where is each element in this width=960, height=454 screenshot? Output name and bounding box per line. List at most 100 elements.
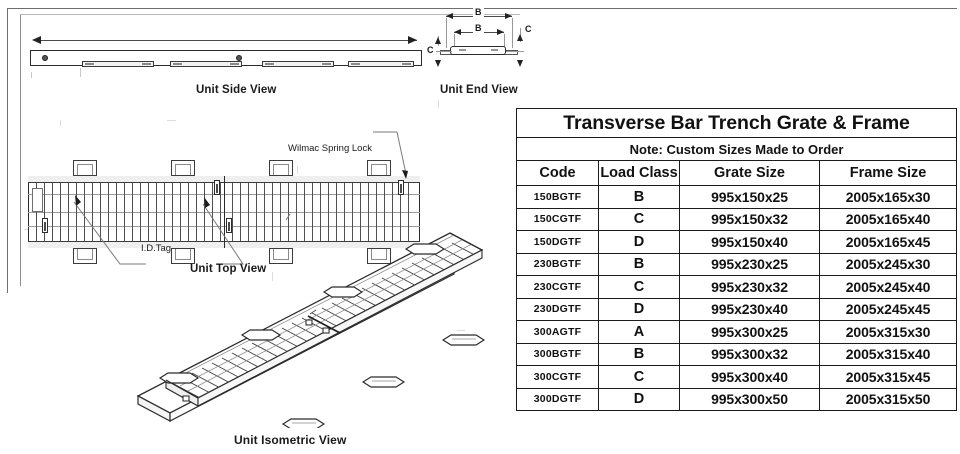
sheet-border-left-inner [20,14,21,286]
top-view-transverse-bar [400,183,401,241]
cell-grate-size: 995x230x25 [679,252,820,276]
registration-mark [272,272,273,281]
spring-lock-part [214,180,220,195]
table-row: 300DGTF D 995x300x50 2005x315x50 [516,387,958,411]
dimension-arrow-right-icon [505,13,512,19]
top-view-anchor-lug [269,160,293,176]
top-view-transverse-bar [288,183,289,241]
dimension-arrow-right-icon [497,29,504,35]
top-view-transverse-bar [320,183,321,241]
spec-table: Transverse Bar Trench Grate & Frame Note… [515,108,958,411]
cell-grate-size: 995x150x25 [679,185,820,209]
top-view-anchor-lug [269,248,293,264]
unit-top-view-drawing [28,131,423,275]
cell-frame-size: 2005x165x45 [818,230,958,254]
cell-grate-size: 995x150x32 [679,207,820,231]
column-header-code: Code [516,160,599,186]
top-view-caption: Unit Top View [190,263,267,275]
top-view-transverse-bar [196,183,197,241]
registration-mark [297,166,298,174]
top-view-anchor-lug [171,248,195,264]
side-view-caption: Unit Side View [196,84,277,96]
cell-frame-size: 2005x165x30 [818,185,958,209]
side-view-anchor-lug [82,61,154,67]
spring-lock-part [226,218,232,233]
cell-load-class: B [598,185,680,209]
cell-load-class: D [598,387,680,411]
top-view-transverse-bar [392,183,393,241]
top-view-transverse-bar [336,183,337,241]
top-view-transverse-bar [156,183,157,241]
cell-frame-size: 2005x245x45 [818,297,958,321]
table-row: 230DGTF D 995x230x40 2005x245x45 [516,297,958,321]
cell-load-class: D [598,230,680,254]
cell-load-class: C [598,275,680,299]
cell-load-class: C [598,207,680,231]
table-row: 230CGTF C 995x230x32 2005x245x40 [516,275,958,299]
unit-isometric-view-drawing [120,228,510,428]
table-row: 230BGTF B 995x230x25 2005x245x30 [516,252,958,276]
dimension-arrow-left-icon [446,13,453,19]
dimension-label-b-outer: B [473,7,484,17]
dimension-arrow-left-icon [32,36,41,44]
cell-code: 230BGTF [516,252,599,276]
cell-code: 230DGTF [516,297,599,321]
top-view-transverse-bar [212,183,213,241]
top-view-transverse-bar [52,183,53,241]
sheet-border-left [7,8,8,293]
side-view-anchor-lug [262,61,334,67]
top-view-transverse-bar [296,183,297,241]
registration-mark [60,120,61,126]
top-view-transverse-bar [44,183,45,241]
top-view-transverse-bar [188,183,189,241]
grate-bar-mark [459,49,466,51]
top-view-transverse-bar [232,183,233,241]
cell-frame-size: 2005x315x45 [818,365,958,389]
cell-code: 300BGTF [516,342,599,366]
cell-code: 300CGTF [516,365,599,389]
column-header-frame-size: Frame Size [818,160,958,186]
table-title: Transverse Bar Trench Grate & Frame [515,108,958,138]
top-view-anchor-lug [367,248,391,264]
top-view-transverse-bar [272,183,273,241]
top-view-transverse-bar [180,183,181,241]
top-view-transverse-bar [92,183,93,241]
top-view-transverse-bar [140,183,141,241]
top-view-anchor-lug [367,160,391,176]
registration-mark [438,100,439,108]
grate-bar-mark [491,49,498,51]
top-view-transverse-bar [60,183,61,241]
dimension-arrow-up-icon [435,37,441,44]
dimension-label-c-left: C [425,45,436,55]
extension-line [454,34,455,48]
top-view-transverse-bar [264,183,265,241]
top-view-transverse-bar [384,183,385,241]
table-row: 300AGTF A 995x300x25 2005x315x30 [516,320,958,344]
cell-frame-size: 2005x245x30 [818,252,958,276]
top-view-anchor-lug [73,248,97,264]
top-view-transverse-bar [280,183,281,241]
top-view-transverse-bar [368,183,369,241]
id-tag-part [32,188,43,212]
top-view-anchor-lug [171,160,195,176]
top-view-unit-joint-line [224,176,225,248]
side-view-center-tick [80,68,81,77]
dimension-arrow-left-icon [454,29,461,35]
top-view-transverse-bar [204,183,205,241]
spring-lock-part [42,218,48,233]
top-view-transverse-bar [360,183,361,241]
top-view-transverse-bar [172,183,173,241]
cell-load-class: B [598,252,680,276]
table-row: 150CGTF C 995x150x32 2005x165x40 [516,207,958,231]
top-view-transverse-bar [132,183,133,241]
top-view-transverse-bar [312,183,313,241]
cell-frame-size: 2005x315x40 [818,342,958,366]
unit-end-view-drawing: B B C C [425,4,534,80]
sheet-border-top-inner [20,14,520,15]
side-view-bolt [42,55,48,61]
extension-line [434,51,452,52]
extension-line [446,18,447,48]
dimension-arrow-down-icon [435,60,441,67]
table-title-row: Transverse Bar Trench Grate & Frame [515,108,958,138]
top-view-transverse-bar [376,183,377,241]
